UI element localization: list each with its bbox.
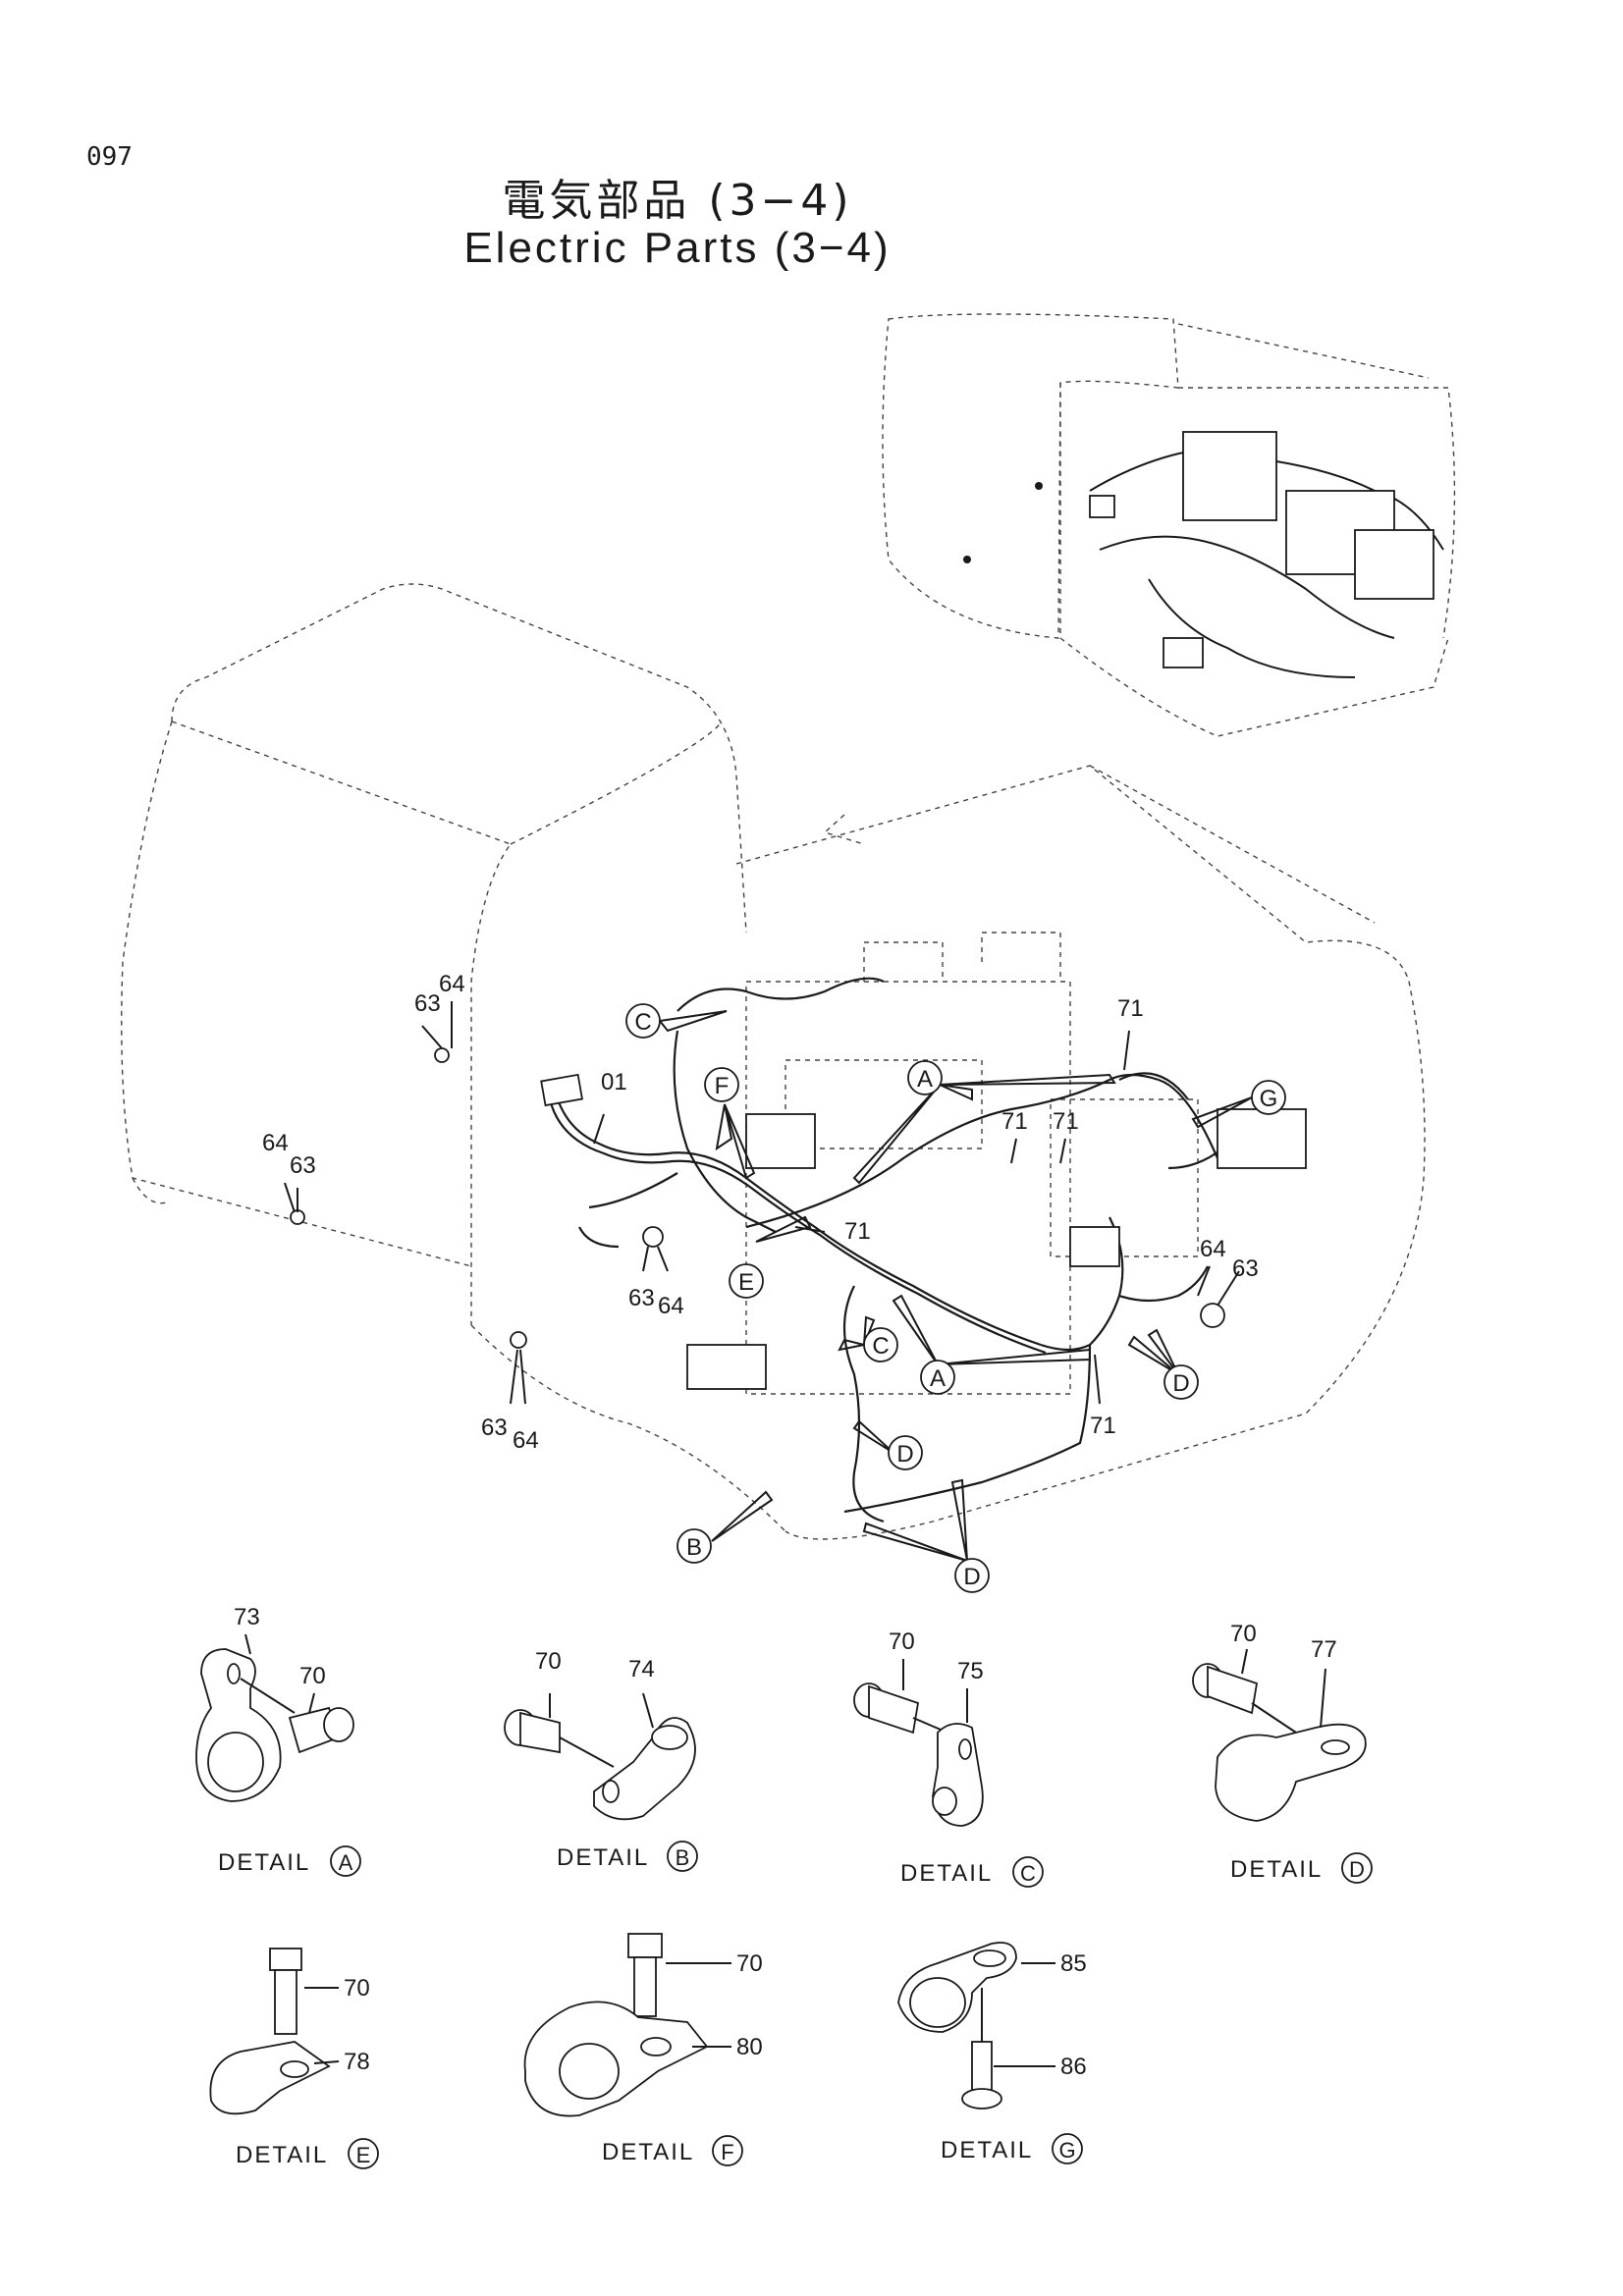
svg-text:D: D xyxy=(963,1564,980,1590)
detail-A-part-73: 73 xyxy=(234,1604,260,1630)
detail-B: 70 74 DETAIL B xyxy=(504,1648,698,1872)
detail-B-part-74: 74 xyxy=(628,1656,655,1682)
svg-text:C: C xyxy=(872,1333,889,1360)
detail-circle-markers: C F A G E C A D D B D xyxy=(625,1003,1286,1593)
overview-machine-illustration xyxy=(882,313,1456,737)
detail-F-part-70: 70 xyxy=(736,1950,763,1977)
detail-E-part-78: 78 xyxy=(344,2049,370,2075)
detail-A-part-70: 70 xyxy=(299,1663,326,1689)
detail-circle-F: F xyxy=(704,1067,739,1102)
callout-64-center: 64 xyxy=(658,1293,684,1319)
detail-G-caption: DETAIL xyxy=(941,2137,1033,2163)
detail-circle-G: G xyxy=(1251,1080,1286,1115)
detail-G: 85 86 DETAIL G xyxy=(897,1942,1087,2164)
detail-G-part-86: 86 xyxy=(1060,2054,1087,2080)
callout-71-e: 71 xyxy=(844,1218,871,1245)
svg-text:D: D xyxy=(896,1441,913,1468)
callout-71-top: 71 xyxy=(1117,995,1144,1022)
wire-harness xyxy=(290,977,1307,1523)
detail-A: 73 70 DETAIL A xyxy=(195,1604,361,1877)
detail-E-part-70: 70 xyxy=(344,1975,370,2002)
detail-D: 70 77 DETAIL D xyxy=(1192,1621,1373,1884)
svg-text:E: E xyxy=(738,1269,754,1296)
detail-G-letter: G xyxy=(1058,2138,1075,2163)
callout-63-center: 63 xyxy=(628,1285,655,1311)
callout-64-cab-upper: 64 xyxy=(439,971,465,997)
detail-F-part-80: 80 xyxy=(736,2034,763,2060)
callout-63-right: 63 xyxy=(1232,1255,1259,1282)
detail-D-caption: DETAIL xyxy=(1230,1856,1323,1883)
detail-circle-D-bottom: D xyxy=(954,1558,990,1593)
callout-71-mid-right: 71 xyxy=(1053,1108,1079,1135)
callout-63-frame: 63 xyxy=(481,1415,508,1441)
callout-63-cab-upper: 63 xyxy=(414,990,441,1017)
detail-E-letter: E xyxy=(356,2143,371,2167)
detail-leaders xyxy=(284,1001,1253,1562)
detail-circle-D-mid: D xyxy=(888,1435,923,1470)
detail-G-part-85: 85 xyxy=(1060,1950,1087,1977)
detail-E: 70 78 DETAIL E xyxy=(209,1948,379,2169)
detail-circle-C-top: C xyxy=(625,1003,661,1039)
detail-C-part-75: 75 xyxy=(957,1658,984,1684)
detail-A-caption: DETAIL xyxy=(218,1849,310,1876)
svg-text:A: A xyxy=(917,1066,933,1093)
main-machine-outline xyxy=(121,583,1426,1540)
callout-71-bottom: 71 xyxy=(1090,1413,1116,1439)
detail-C-letter: C xyxy=(1020,1861,1036,1886)
detail-B-part-70: 70 xyxy=(535,1648,562,1675)
svg-text:B: B xyxy=(686,1534,702,1561)
detail-circle-E: E xyxy=(729,1263,764,1299)
svg-text:D: D xyxy=(1172,1370,1189,1397)
page-title-japanese: 電気部品 (3−4) xyxy=(502,176,853,226)
page-title-english: Electric Parts (3−4) xyxy=(463,224,892,272)
detail-F: 70 80 DETAIL F xyxy=(523,1933,763,2166)
callout-64-right: 64 xyxy=(1200,1236,1226,1262)
callout-64-frame: 64 xyxy=(513,1427,539,1454)
detail-F-caption: DETAIL xyxy=(602,2139,694,2165)
svg-text:G: G xyxy=(1260,1086,1278,1112)
detail-F-letter: F xyxy=(721,2140,733,2164)
detail-D-part-70: 70 xyxy=(1230,1621,1257,1647)
svg-text:A: A xyxy=(930,1365,946,1392)
detail-circle-D-right: D xyxy=(1163,1364,1199,1400)
main-view-callouts: 63 64 64 63 01 71 71 71 71 71 63 64 64 6… xyxy=(262,971,1259,1454)
svg-text:F: F xyxy=(715,1073,730,1099)
detail-D-letter: D xyxy=(1349,1857,1365,1882)
detail-circle-A-top: A xyxy=(907,1060,943,1095)
detail-B-caption: DETAIL xyxy=(557,1844,649,1871)
detail-C-caption: DETAIL xyxy=(900,1860,993,1887)
page-number: 097 xyxy=(86,142,133,172)
detail-B-letter: B xyxy=(676,1845,690,1870)
svg-text:C: C xyxy=(634,1009,651,1036)
callout-01: 01 xyxy=(601,1069,627,1095)
callout-71-mid-left: 71 xyxy=(1001,1108,1028,1135)
detail-circle-B: B xyxy=(676,1528,712,1564)
callout-64-cab-lower: 64 xyxy=(262,1130,289,1156)
detail-C-part-70: 70 xyxy=(889,1629,915,1655)
detail-C: 70 75 DETAIL C xyxy=(853,1629,1044,1888)
detail-E-caption: DETAIL xyxy=(236,2142,328,2168)
detail-D-part-77: 77 xyxy=(1311,1636,1337,1663)
callout-63-cab-lower: 63 xyxy=(290,1152,316,1179)
detail-A-letter: A xyxy=(339,1850,353,1875)
detail-circle-C-mid: C xyxy=(863,1327,898,1362)
detail-circle-A-mid: A xyxy=(920,1360,955,1395)
